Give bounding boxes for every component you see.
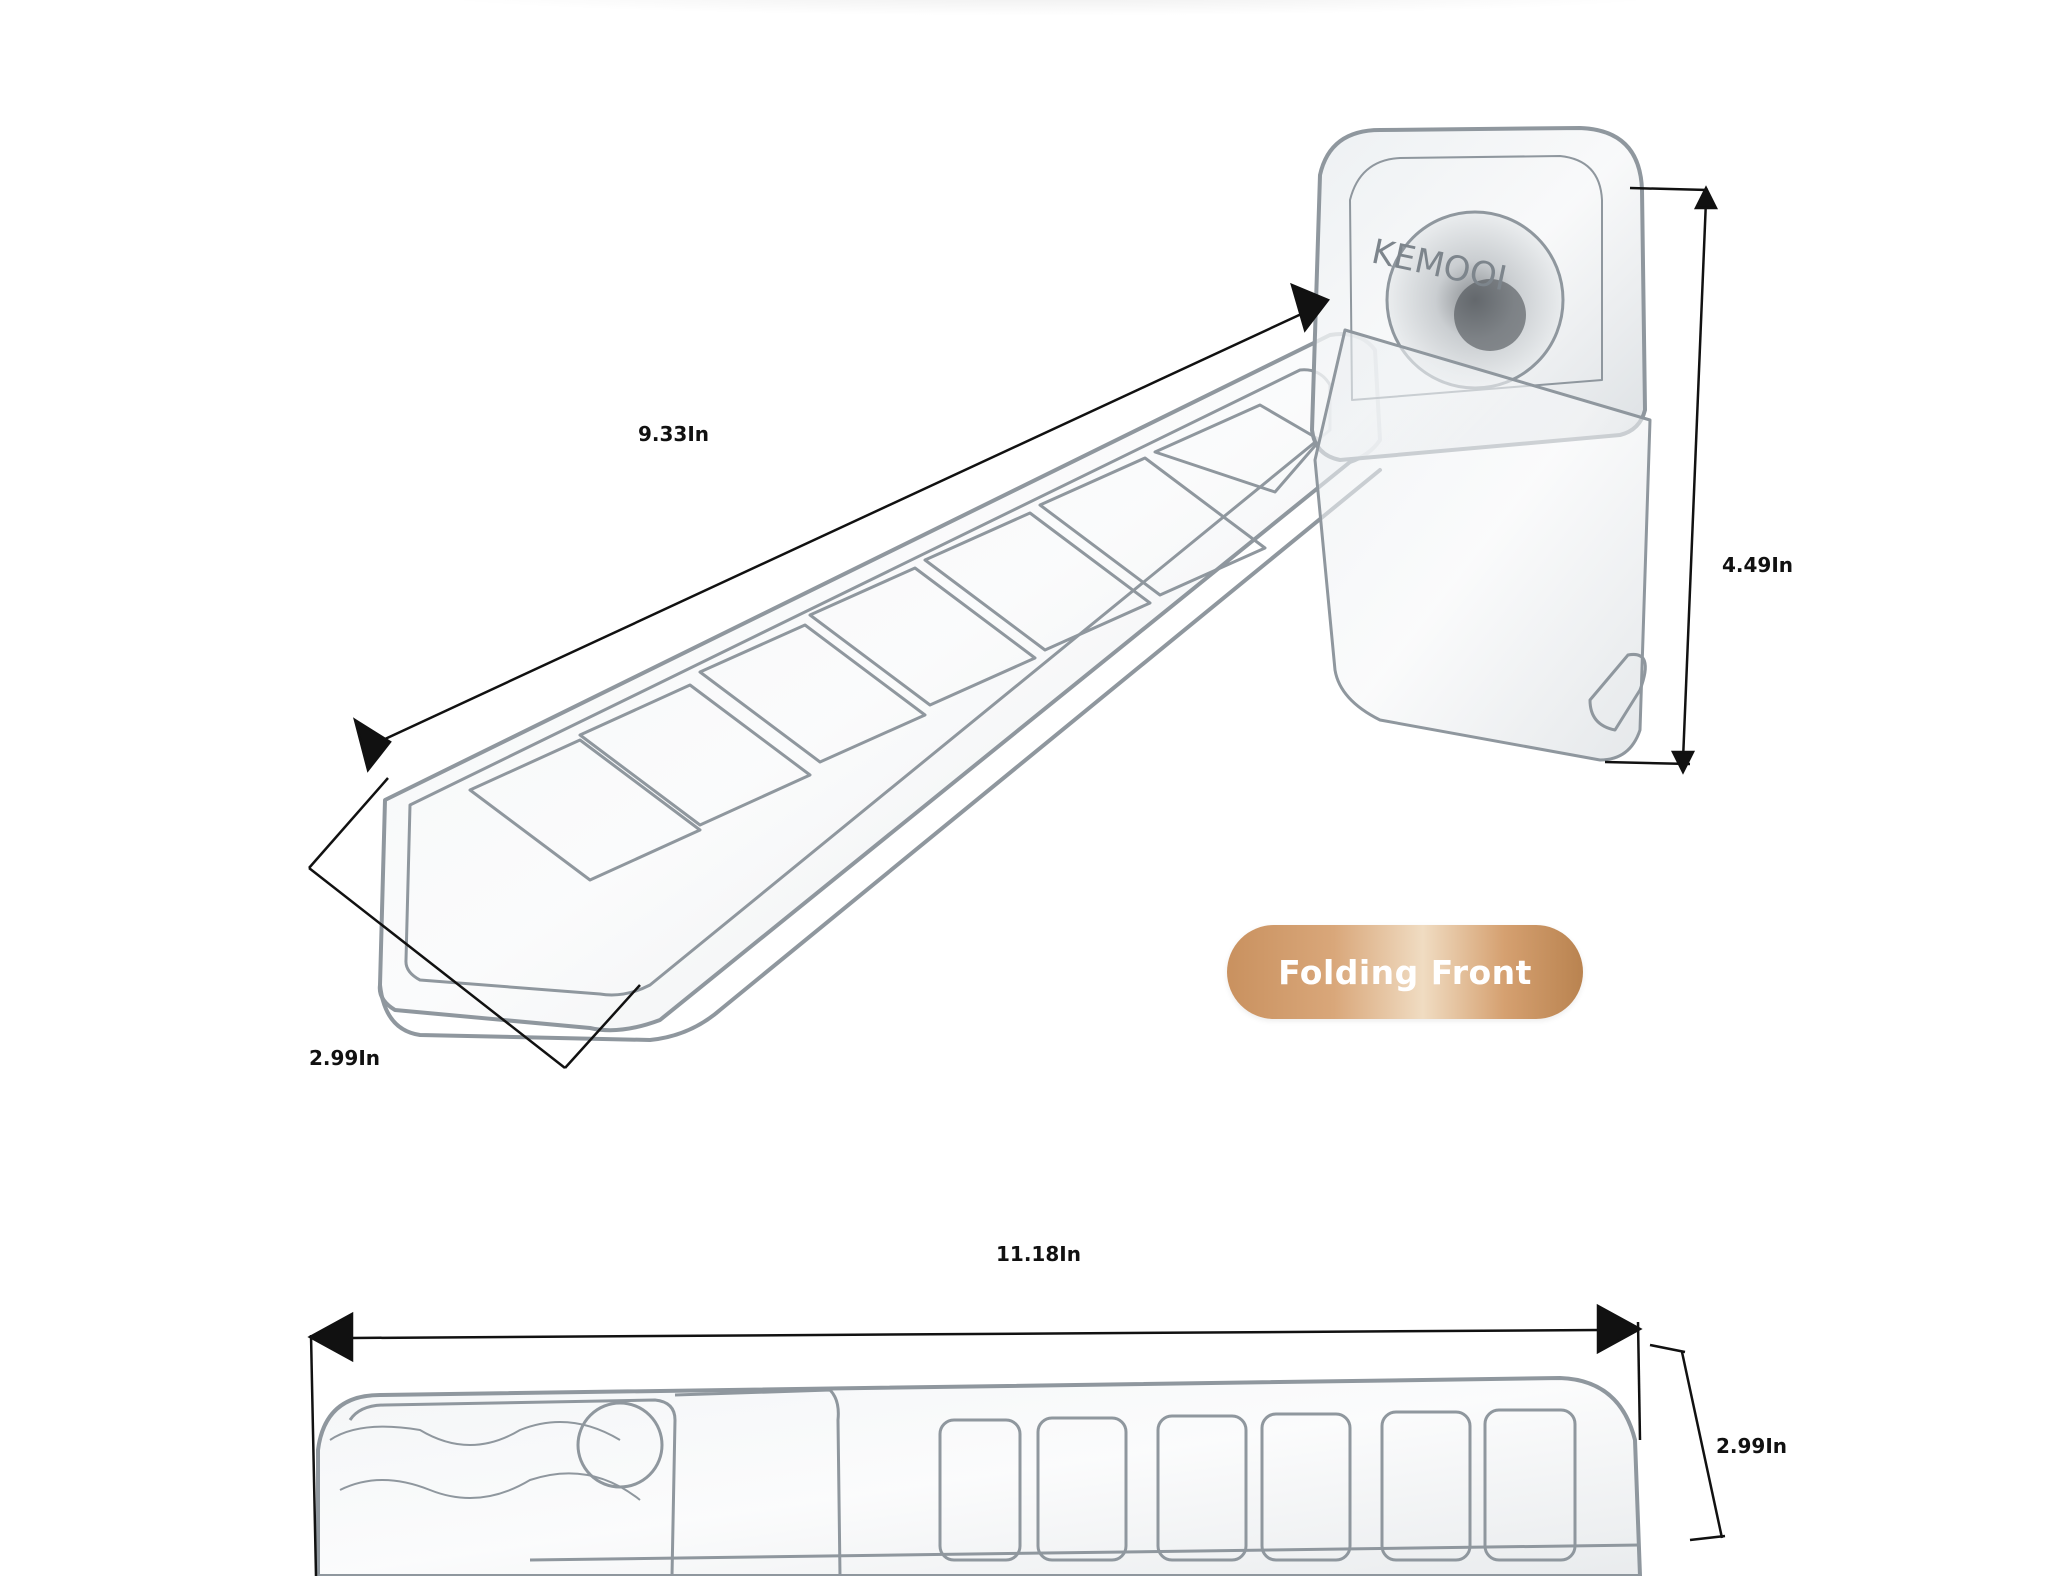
folding-front-label: Folding Front [1278, 952, 1532, 992]
arrowhead-left [307, 1311, 354, 1363]
dimension-line-width-top [308, 777, 641, 1069]
dimension-line-width-bottom [1649, 1343, 1726, 1542]
length-label: 9.33In [638, 422, 710, 446]
height-label: 4.49In [1722, 553, 1794, 577]
width-bottom-label: 2.99In [1716, 1434, 1788, 1458]
tray-folded-view [316, 1376, 1642, 1576]
arrowhead-left [352, 717, 392, 773]
width-top-label: 2.99In [309, 1046, 381, 1070]
top-shadow [400, 0, 1700, 16]
dimension-line-length [352, 282, 1330, 773]
overall-length-label: 11.18In [996, 1242, 1081, 1266]
tray-angled-view: KEMOOI [377, 126, 1652, 1042]
folding-front-badge: Folding Front [1227, 925, 1583, 1019]
arrowhead-right [1290, 282, 1330, 333]
dimension-line-height [1604, 185, 1719, 775]
arrowhead-right [1596, 1303, 1643, 1355]
dimension-line-overall-length [307, 1303, 1643, 1576]
